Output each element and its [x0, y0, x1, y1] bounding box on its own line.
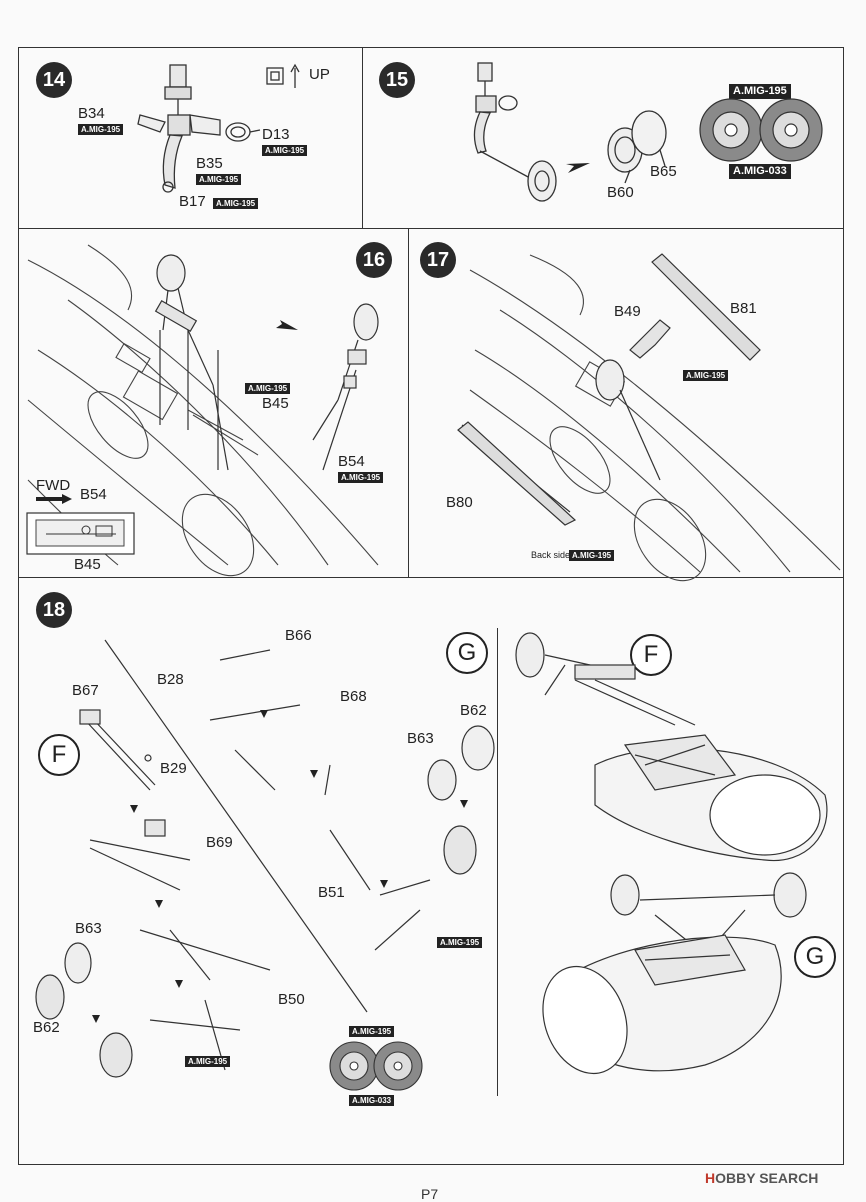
- step-18-tire-pair: [329, 1041, 423, 1091]
- watermark: HOBBY SEARCH: [705, 1170, 818, 1186]
- tag-b51: A.MIG-195: [437, 937, 483, 948]
- tag-d13: A.MIG-195: [262, 145, 308, 156]
- label-b63-top: B63: [407, 730, 434, 747]
- divider-row2: [18, 577, 844, 578]
- watermark-prefix: H: [705, 1170, 716, 1186]
- label-b60: B60: [607, 184, 634, 201]
- label-b51: B51: [318, 884, 345, 901]
- divider-row1: [18, 228, 844, 229]
- label-b66: B66: [285, 627, 312, 644]
- tag-back-side: A.MIG-195: [569, 550, 615, 561]
- step-16-badge: 16: [356, 242, 392, 278]
- step-14-strut-drawing: [137, 63, 300, 193]
- label-b50: B50: [278, 991, 305, 1008]
- step-17-badge: 17: [420, 242, 456, 278]
- label-back-side: Back side: [531, 550, 571, 560]
- subassembly-g-badge: G: [446, 632, 488, 674]
- label-b17: B17: [179, 193, 206, 210]
- label-d13: D13: [262, 126, 290, 143]
- step-15-wheel-drawing: [473, 62, 667, 202]
- step-14-badge: 14: [36, 62, 72, 98]
- label-b62-top: B62: [460, 702, 487, 719]
- label-b62: B62: [33, 1019, 60, 1036]
- step-18-divider-diagonal: [104, 639, 368, 1013]
- label-fwd: FWD: [36, 477, 71, 494]
- step-16-inset-drawing: [26, 512, 135, 555]
- label-b67: B67: [72, 682, 99, 699]
- label-up: UP: [309, 66, 330, 83]
- subassembly-f-ref-badge: F: [630, 634, 672, 676]
- tag-18-bottom: A.MIG-033: [349, 1095, 395, 1106]
- label-b34: B34: [78, 105, 105, 122]
- subassembly-f-badge: F: [38, 734, 80, 776]
- label-b68: B68: [340, 688, 367, 705]
- label-inset-b45: B45: [74, 556, 101, 573]
- label-b65: B65: [650, 163, 677, 180]
- tag-15-bottom: A.MIG-033: [729, 164, 791, 179]
- label-b35: B35: [196, 155, 223, 172]
- tag-b35: A.MIG-195: [196, 174, 242, 185]
- step-18-badge: 18: [36, 592, 72, 628]
- tag-b17: A.MIG-195: [213, 198, 259, 209]
- label-b28: B28: [157, 671, 184, 688]
- label-b80: B80: [446, 494, 473, 511]
- step-18-nacelle-drawing: [515, 632, 828, 1075]
- tag-18-top: A.MIG-195: [349, 1026, 395, 1037]
- watermark-rest: OBBY SEARCH: [715, 1170, 819, 1186]
- tag-b62: A.MIG-195: [185, 1056, 231, 1067]
- step-15-badge: 15: [379, 62, 415, 98]
- step-17-fuselage-drawing: [457, 253, 841, 582]
- divider-16-17: [408, 228, 409, 577]
- tag-b54: A.MIG-195: [338, 472, 384, 483]
- label-b29: B29: [160, 760, 187, 777]
- divider-18-g: [497, 628, 498, 1096]
- tag-b34: A.MIG-195: [78, 124, 124, 135]
- label-inset-b54: B54: [80, 486, 107, 503]
- tag-15-top: A.MIG-195: [729, 84, 791, 99]
- subassembly-g-ref-badge: G: [794, 936, 836, 978]
- label-b45: B45: [262, 395, 289, 412]
- step-15-tire-pair: [699, 98, 823, 162]
- label-b49: B49: [614, 303, 641, 320]
- divider-14-15: [362, 47, 363, 228]
- label-b81: B81: [730, 300, 757, 317]
- tag-b45: A.MIG-195: [245, 383, 291, 394]
- label-b63: B63: [75, 920, 102, 937]
- label-b69: B69: [206, 834, 233, 851]
- page-number: P7: [421, 1186, 439, 1202]
- label-b54: B54: [338, 453, 365, 470]
- fwd-arrow-icon: [36, 494, 72, 504]
- step-18-parts-drawing: [35, 649, 495, 1078]
- page-frame: [18, 47, 844, 1165]
- tag-b81: A.MIG-195: [683, 370, 729, 381]
- step-16-fuselage-drawing: [27, 244, 379, 577]
